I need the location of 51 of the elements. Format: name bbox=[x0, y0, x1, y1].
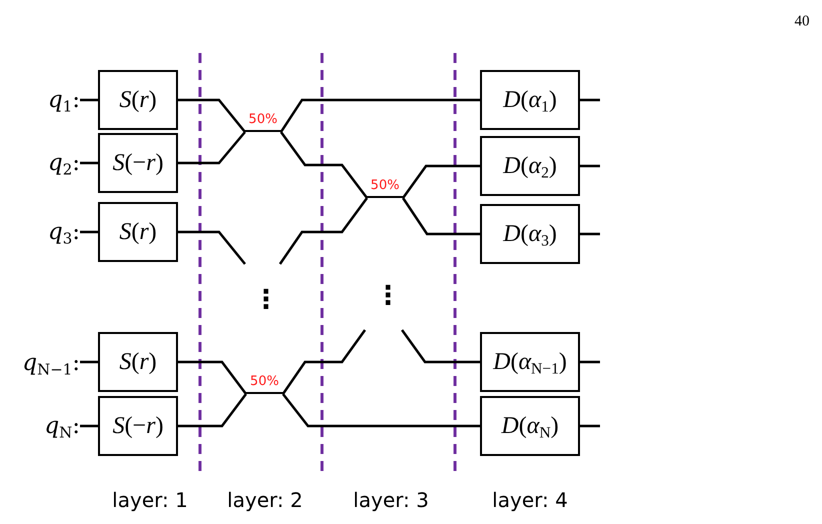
wire bbox=[402, 164, 480, 199]
wire bbox=[580, 360, 600, 364]
squeezing-gate-box: S(r) bbox=[98, 332, 178, 392]
ellipsis-dots: ⋮ bbox=[375, 281, 401, 311]
page-number: 40 bbox=[794, 14, 810, 30]
beam-splitter bbox=[367, 176, 403, 198]
wire bbox=[80, 230, 98, 234]
wire bbox=[80, 424, 98, 428]
qubit-label: q$_{2}$: bbox=[18, 148, 80, 178]
wire bbox=[282, 329, 366, 395]
squeezing-gate-box: S(r) bbox=[98, 70, 178, 130]
split-ratio-label: 50% bbox=[250, 375, 279, 389]
wire bbox=[280, 98, 480, 133]
split-ratio-label: 50% bbox=[248, 113, 278, 127]
wire bbox=[178, 98, 246, 133]
wire bbox=[400, 329, 480, 364]
qubit-label: q$_{N}$: bbox=[18, 411, 80, 441]
wire bbox=[580, 424, 600, 428]
wire bbox=[580, 232, 600, 236]
wire bbox=[178, 230, 246, 265]
layer-label: layer: 4 bbox=[492, 488, 568, 512]
layer-label: layer: 3 bbox=[353, 488, 429, 512]
wire bbox=[278, 197, 368, 265]
wire bbox=[178, 131, 246, 164]
beam-splitter bbox=[246, 372, 283, 394]
ellipsis-dots: ⋮ bbox=[253, 285, 279, 315]
displacement-gate-box: D(α$_{1}$) bbox=[480, 70, 580, 130]
wire bbox=[580, 98, 600, 102]
wire bbox=[280, 131, 368, 199]
layer-label: layer: 2 bbox=[227, 488, 303, 512]
qubit-label: q$_{3}$: bbox=[18, 217, 80, 247]
wire bbox=[580, 164, 600, 168]
qubit-label: q$_{1}$: bbox=[18, 85, 80, 115]
displacement-gate-box: D(α$_{2}$) bbox=[480, 136, 580, 196]
wire bbox=[80, 360, 98, 364]
squeezing-gate-box: S(−r) bbox=[98, 133, 178, 193]
squeezing-gate-box: S(−r) bbox=[98, 396, 178, 456]
qubit-label: q$_{N−1}$: bbox=[4, 347, 80, 379]
beam-splitter bbox=[245, 110, 281, 132]
wire bbox=[402, 197, 480, 236]
wire bbox=[178, 393, 247, 428]
displacement-gate-box: D(α$_{3}$) bbox=[480, 204, 580, 264]
wire bbox=[282, 393, 480, 428]
wire bbox=[178, 360, 247, 395]
displacement-gate-box: D(α$_{N−1}$) bbox=[480, 332, 580, 392]
displacement-gate-box: D(α$_{N}$) bbox=[480, 396, 580, 456]
wire bbox=[80, 162, 98, 164]
squeezing-gate-box: S(r) bbox=[98, 202, 178, 262]
wire bbox=[80, 98, 98, 102]
layer-label: layer: 1 bbox=[112, 488, 188, 512]
split-ratio-label: 50% bbox=[370, 179, 400, 193]
